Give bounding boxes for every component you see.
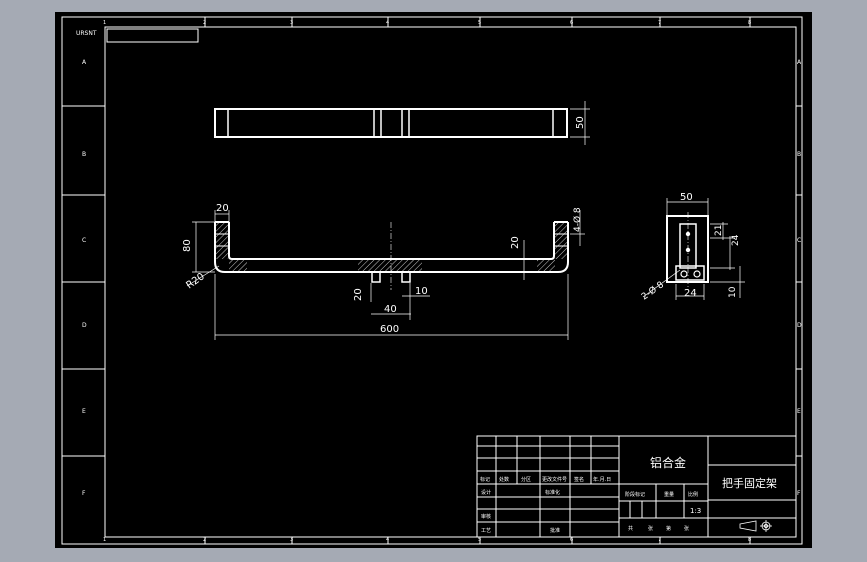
col-zone-2: 2 bbox=[203, 20, 206, 26]
col-zone-3-bottom: 3 bbox=[290, 537, 293, 543]
sheet-label-total: 共 bbox=[628, 525, 633, 532]
col-zone-4-bottom: 4 bbox=[386, 537, 389, 543]
top-view-outline bbox=[214, 108, 568, 138]
header-label-change-doc: 更改文件号 bbox=[542, 476, 567, 483]
projection-symbol-icon bbox=[739, 520, 772, 532]
hatch-right-bend bbox=[537, 260, 555, 271]
sheet-outer-border bbox=[61, 16, 803, 545]
scale-value: 1:3 bbox=[690, 507, 701, 515]
front-view bbox=[186, 210, 585, 340]
row-zone-labels: A B C D E F A B C D E F bbox=[82, 59, 802, 497]
left-zone-dividers bbox=[62, 105, 105, 457]
dim-holes-front: 4-Ø 8 bbox=[572, 207, 583, 232]
side-dim-bottom-width: 24 bbox=[684, 288, 697, 299]
hatch-left-wall bbox=[216, 223, 228, 259]
dim-plate-thickness: 20 bbox=[510, 236, 521, 249]
corner-label: URSNT bbox=[76, 30, 97, 37]
col-zone-8: 8 bbox=[748, 20, 751, 26]
side-dim-upper: 21 bbox=[714, 225, 724, 236]
side-view-outline bbox=[666, 215, 709, 283]
part-name: 把手固定架 bbox=[722, 476, 777, 490]
stage-label-weight: 重量 bbox=[664, 491, 674, 498]
dim-side-height: 80 bbox=[182, 239, 193, 252]
col-zone-3: 3 bbox=[290, 20, 293, 26]
zone-label-f-right: F bbox=[797, 490, 801, 497]
col-zone-6-bottom: 6 bbox=[570, 537, 573, 543]
header-label-signature: 签名 bbox=[574, 476, 584, 483]
header-label-mark: 标记 bbox=[480, 476, 490, 483]
dim-tab-gap: 40 bbox=[384, 304, 397, 315]
col-zone-1-bottom: 1 bbox=[103, 537, 106, 543]
row-label-design: 设计 bbox=[481, 489, 491, 496]
zone-label-c: C bbox=[82, 237, 86, 244]
side-base-hole-1 bbox=[680, 270, 688, 278]
front-tab-left bbox=[371, 271, 381, 283]
top-view bbox=[214, 101, 590, 145]
zone-label-d: D bbox=[82, 322, 87, 329]
dim-tab-width: 10 bbox=[415, 286, 428, 297]
header-label-date: 年.月.日 bbox=[593, 476, 611, 483]
row-label-review: 审核 bbox=[481, 513, 491, 520]
zone-label-e-right: E bbox=[797, 408, 801, 415]
side-dim-middle: 24 bbox=[731, 234, 741, 246]
zone-ticks bbox=[204, 17, 802, 544]
col-zone-8-bottom: 8 bbox=[748, 537, 751, 543]
front-view-inner-profile bbox=[228, 222, 555, 260]
zone-label-e: E bbox=[82, 408, 86, 415]
col-zone-1: 1 bbox=[103, 20, 106, 26]
stage-label-mark: 阶段标记 bbox=[625, 491, 645, 498]
zone-label-f: F bbox=[82, 490, 86, 497]
zone-label-c-right: C bbox=[797, 237, 801, 244]
zone-label-a-right: A bbox=[797, 59, 802, 66]
side-base-hole-2 bbox=[693, 270, 701, 278]
row-label-approve: 批准 bbox=[550, 527, 560, 534]
col-zone-5-bottom: 5 bbox=[478, 537, 481, 543]
side-view bbox=[642, 198, 745, 300]
col-zone-2-bottom: 2 bbox=[203, 537, 206, 543]
stage-label-scale: 比例 bbox=[688, 491, 698, 498]
col-zone-5: 5 bbox=[478, 20, 481, 26]
material-label: 铝合金 bbox=[650, 455, 686, 470]
dim-total-length: 600 bbox=[380, 324, 399, 335]
sheet-label-page: 第 bbox=[666, 525, 671, 532]
dim-tab-depth: 20 bbox=[353, 288, 364, 301]
hatch-right-wall bbox=[555, 223, 567, 259]
side-dim-width: 50 bbox=[680, 192, 693, 203]
hatch-center bbox=[358, 260, 422, 271]
dim-flange-width: 20 bbox=[216, 203, 229, 214]
zone-label-b-right: B bbox=[797, 151, 801, 158]
title-block bbox=[476, 435, 797, 538]
side-dim-bottom-height: 10 bbox=[728, 286, 738, 298]
front-view-outer-profile bbox=[214, 222, 569, 273]
col-zone-7: 7 bbox=[658, 20, 661, 26]
row-label-process: 工艺 bbox=[481, 528, 491, 534]
header-label-count: 处数 bbox=[499, 476, 509, 483]
zone-label-d-right: D bbox=[797, 322, 802, 329]
row-label-standard: 标准化 bbox=[545, 489, 560, 496]
zone-label-b: B bbox=[82, 151, 86, 158]
hatch-left-bend bbox=[229, 260, 247, 271]
header-label-zone: 分区 bbox=[521, 476, 531, 483]
column-zone-labels: 1 2 3 4 5 6 7 8 1 2 3 4 5 6 7 8 bbox=[103, 20, 751, 543]
col-zone-4: 4 bbox=[386, 20, 389, 26]
front-tab-right bbox=[401, 271, 411, 283]
zone-label-a: A bbox=[82, 59, 87, 66]
sheet-label-sheets-1: 张 bbox=[648, 525, 653, 532]
sheet-label-sheets-2: 张 bbox=[684, 525, 689, 532]
drawing-code-box bbox=[106, 28, 199, 43]
col-zone-7-bottom: 7 bbox=[658, 537, 661, 543]
col-zone-6: 6 bbox=[570, 20, 573, 26]
top-view-height-dim: 50 bbox=[575, 116, 586, 129]
